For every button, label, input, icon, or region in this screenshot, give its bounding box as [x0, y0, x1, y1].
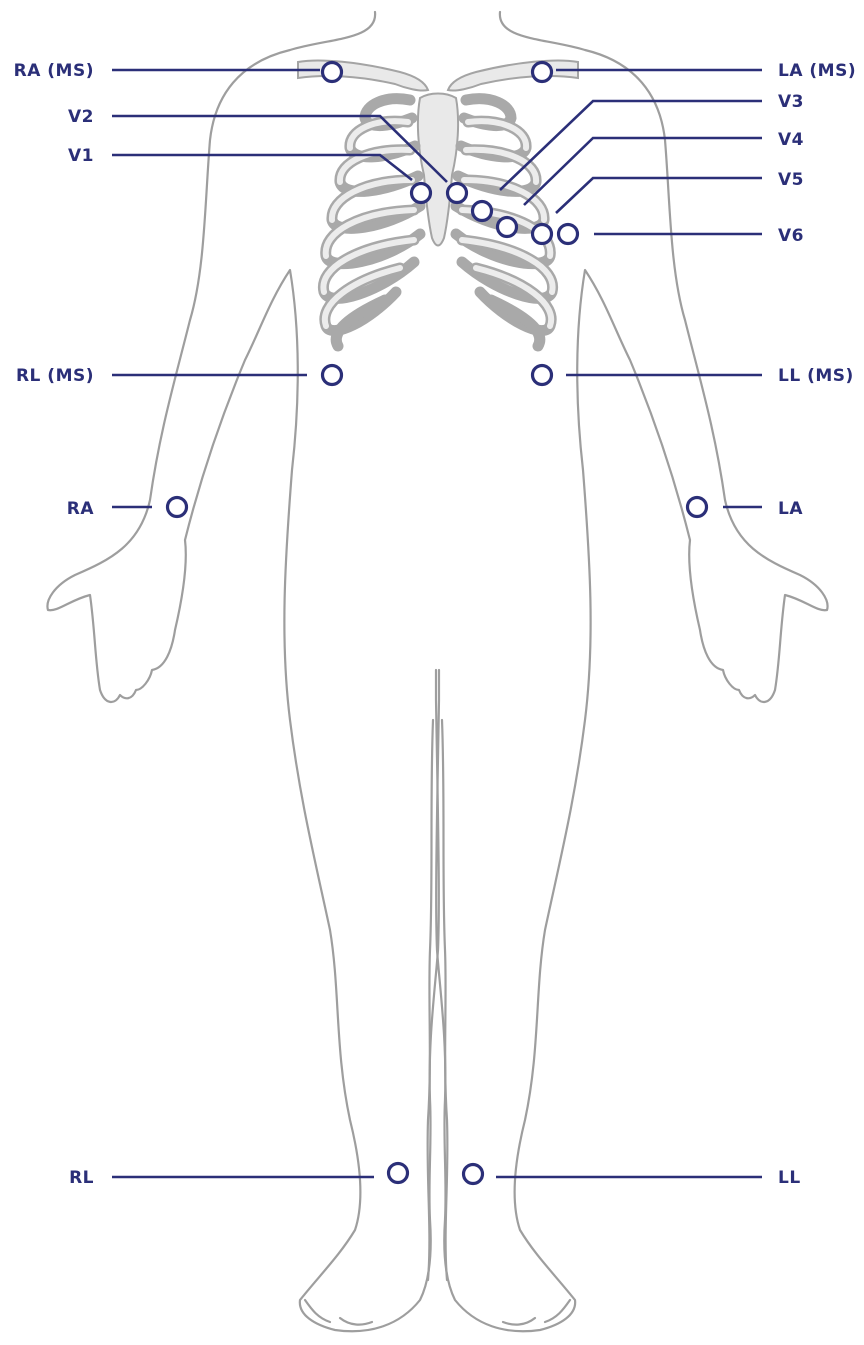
rib-cage	[298, 60, 578, 346]
clavicle-left	[448, 60, 578, 90]
label-rl-ms: RL (MS)	[16, 366, 94, 386]
label-v3: V3	[778, 92, 804, 112]
label-v4: V4	[778, 130, 804, 150]
label-rl: RL	[69, 1168, 94, 1188]
electrode-v6	[559, 225, 578, 244]
electrode-ra-ms	[323, 63, 342, 82]
electrode-v4	[498, 218, 517, 237]
leader-v4	[524, 138, 762, 205]
label-v6: V6	[778, 226, 804, 246]
electrode-rl	[389, 1164, 408, 1183]
label-ra-ms: RA (MS)	[14, 61, 94, 81]
electrode-v1	[412, 184, 431, 203]
electrode-v3	[473, 202, 492, 221]
ribs-right	[323, 99, 420, 346]
label-la: LA	[778, 499, 803, 519]
right-foot-toes	[503, 1300, 570, 1325]
label-v2: V2	[68, 107, 94, 127]
label-la-ms: LA (MS)	[778, 61, 856, 81]
sternum	[418, 94, 458, 246]
electrode-ra	[168, 498, 187, 517]
label-ll: LL	[778, 1168, 801, 1188]
electrode-v5	[533, 225, 552, 244]
label-v1: V1	[68, 146, 94, 166]
electrode-ll	[464, 1165, 483, 1184]
label-ra: RA	[67, 499, 95, 519]
electrode-ll-ms	[533, 366, 552, 385]
electrode-rl-ms	[323, 366, 342, 385]
leader-v5	[556, 178, 762, 213]
label-v5: V5	[778, 170, 804, 190]
electrode-v2	[448, 184, 467, 203]
left-foot-toes	[305, 1300, 372, 1325]
electrode-la	[688, 498, 707, 517]
label-ll-ms: LL (MS)	[778, 366, 854, 386]
clavicle-right	[298, 60, 428, 90]
electrode-la-ms	[533, 63, 552, 82]
